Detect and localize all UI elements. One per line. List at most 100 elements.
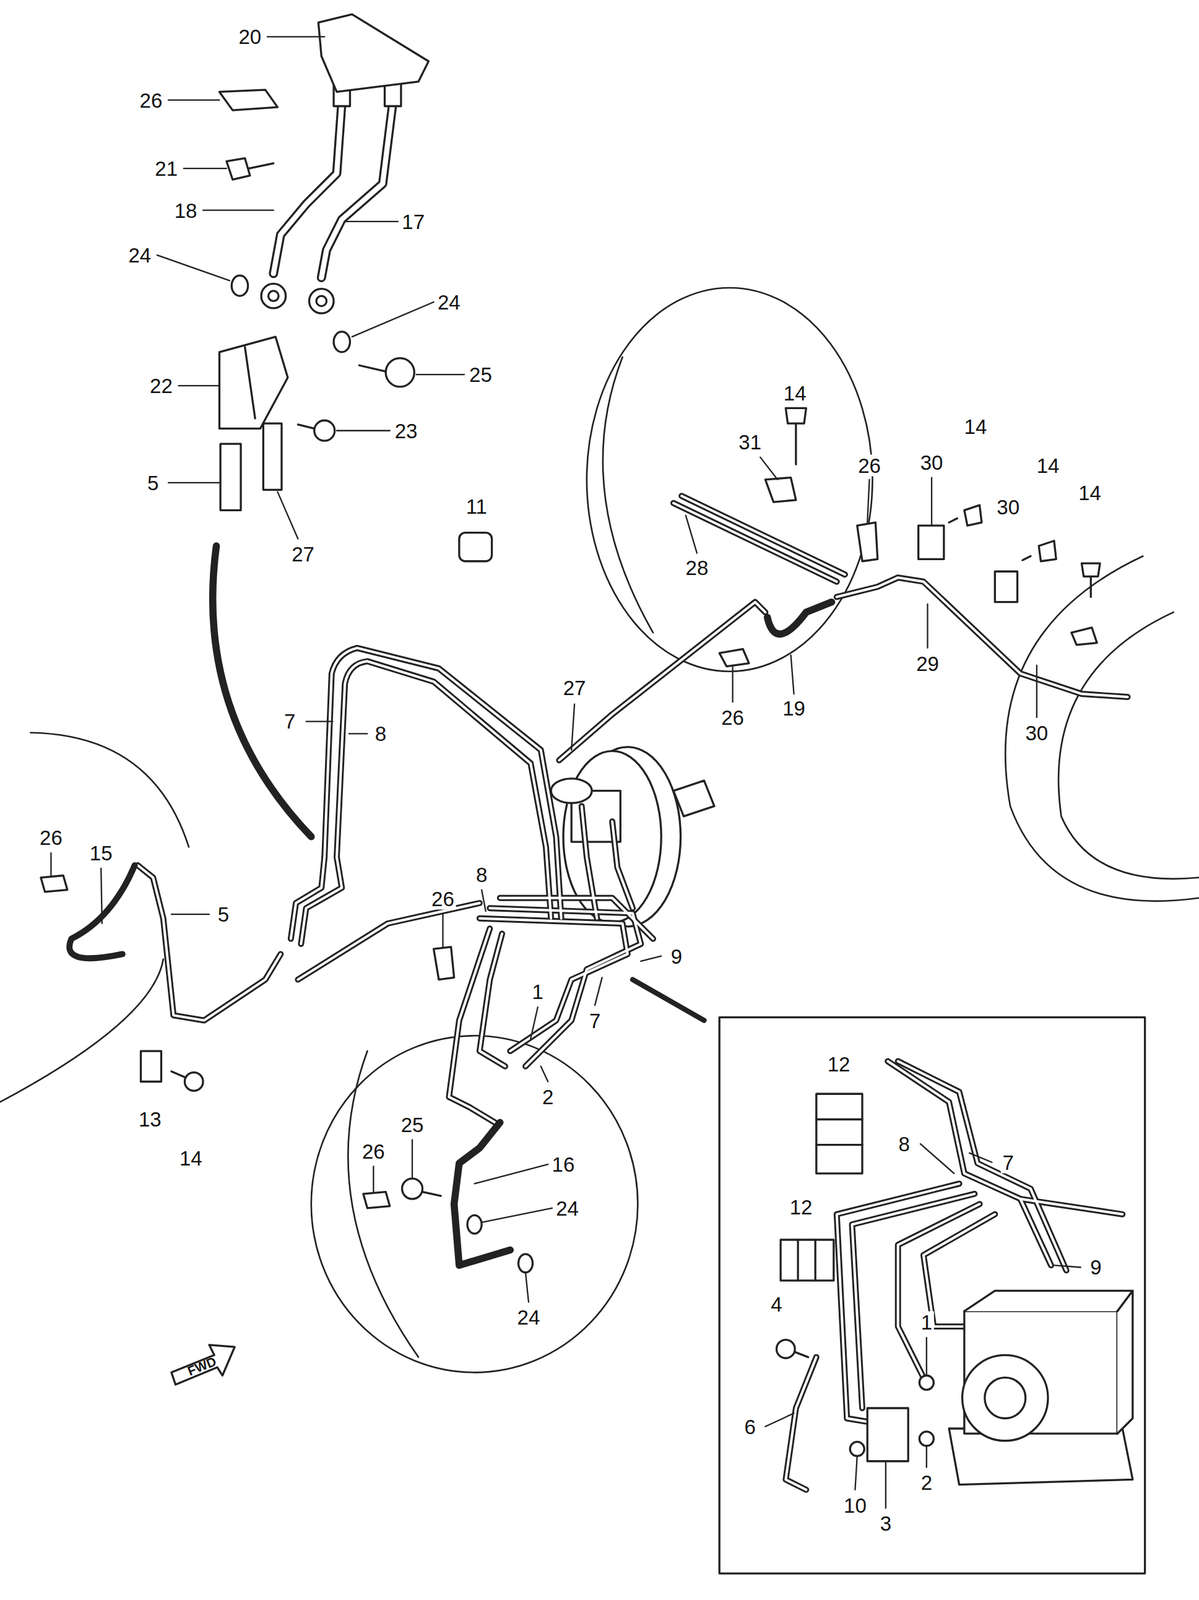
callout-number: 9 xyxy=(669,945,684,967)
leader-line xyxy=(171,913,210,915)
part-detail xyxy=(964,505,982,526)
leader-line xyxy=(926,1445,928,1468)
leader-line xyxy=(867,479,870,523)
leader-line xyxy=(640,956,662,962)
leader-line xyxy=(336,430,390,432)
leader-line xyxy=(481,1208,553,1223)
leader-line xyxy=(481,890,486,912)
callout-number: 1 xyxy=(530,981,546,1003)
leader-line xyxy=(352,302,434,337)
leader-line xyxy=(50,852,52,876)
leader-line xyxy=(306,720,334,722)
brake-hose xyxy=(69,83,832,1266)
leader-line xyxy=(760,457,778,480)
wheel-outline xyxy=(602,357,654,633)
part-detail xyxy=(184,1072,204,1092)
callout-number: 8 xyxy=(474,863,490,886)
leader-line xyxy=(183,167,227,169)
leader-line xyxy=(920,1143,954,1174)
abs-unit xyxy=(964,1290,1133,1312)
callout-number: 31 xyxy=(736,430,764,453)
callout-number: 4 xyxy=(768,1293,784,1315)
wheel-outline xyxy=(347,1051,419,1358)
inset-frame xyxy=(719,1017,1145,1574)
brake-booster xyxy=(673,780,715,817)
leader-line xyxy=(168,99,220,101)
abs-unit xyxy=(780,1239,834,1281)
part-detail xyxy=(1081,563,1100,577)
wheel-outline xyxy=(586,287,873,672)
callout-number: 24 xyxy=(435,290,463,313)
part-detail xyxy=(857,522,878,562)
callout-number: 29 xyxy=(914,652,941,675)
callout-number: 1 xyxy=(919,1311,935,1334)
part-detail xyxy=(40,875,68,892)
wheel-outline xyxy=(1058,612,1199,879)
callout-number: 13 xyxy=(136,1108,164,1131)
leader-line xyxy=(411,1139,413,1179)
callout-number: 16 xyxy=(550,1153,577,1175)
callout-number: 21 xyxy=(152,157,180,180)
leader-line xyxy=(926,604,928,649)
part-detail xyxy=(765,477,796,503)
leader-line xyxy=(441,914,444,948)
part-detail xyxy=(459,532,493,562)
brake-hose xyxy=(261,283,286,309)
body-edge xyxy=(212,545,312,837)
brake-hose xyxy=(321,102,393,278)
callout-number: 6 xyxy=(742,1415,758,1438)
leader-line xyxy=(349,732,368,735)
part-detail xyxy=(918,525,944,559)
part-detail xyxy=(318,14,429,92)
direction-mark: FWD xyxy=(183,1353,221,1380)
callout-number: 24 xyxy=(515,1306,543,1329)
callout-number: 8 xyxy=(373,722,389,745)
abs-unit xyxy=(776,1340,796,1359)
part-detail xyxy=(359,365,386,372)
callout-number: 2 xyxy=(919,1471,935,1494)
wheel-outline xyxy=(0,959,164,1103)
callout-number: 26 xyxy=(429,888,457,910)
abs-unit xyxy=(984,1377,1026,1419)
leader-line xyxy=(731,665,733,702)
abs-unit xyxy=(797,1239,816,1281)
brake-hose xyxy=(767,602,832,635)
part-detail xyxy=(518,1254,533,1273)
callout-number: 5 xyxy=(145,471,161,494)
leader-line xyxy=(930,477,933,526)
callout-number: 14 xyxy=(177,1147,205,1170)
abs-unit xyxy=(1117,1290,1133,1434)
callout-number: 11 xyxy=(464,495,490,517)
callout-number: 14 xyxy=(781,381,809,404)
leader-line xyxy=(571,704,575,751)
callout-number: 25 xyxy=(467,363,494,386)
abs-unit xyxy=(867,1408,909,1462)
brake-hose xyxy=(308,289,334,314)
callout-number: 12 xyxy=(825,1053,853,1076)
abs-unit xyxy=(794,1351,808,1357)
brake-hose xyxy=(69,865,135,959)
part-detail xyxy=(1022,556,1031,561)
inset-frame xyxy=(719,1017,1145,1574)
part-detail xyxy=(363,1192,390,1209)
leader-line xyxy=(100,868,103,924)
brake-hose xyxy=(321,102,393,278)
callout-number: 24 xyxy=(554,1197,581,1219)
part-detail xyxy=(245,347,256,419)
leader-line xyxy=(267,35,325,38)
part-detail xyxy=(297,424,314,429)
part-detail xyxy=(948,518,957,524)
abs-unit xyxy=(816,1093,863,1174)
leader-line xyxy=(685,515,697,554)
callout-number: 26 xyxy=(138,89,165,111)
leader-line xyxy=(1052,1265,1081,1268)
part-detail xyxy=(402,1178,423,1199)
part-detail xyxy=(140,1051,161,1082)
callout-number: 26 xyxy=(719,706,746,728)
part-detail xyxy=(467,1215,482,1234)
abs-unit xyxy=(948,1428,1133,1485)
callout-number: 10 xyxy=(841,1494,869,1516)
part-detail xyxy=(263,423,282,490)
